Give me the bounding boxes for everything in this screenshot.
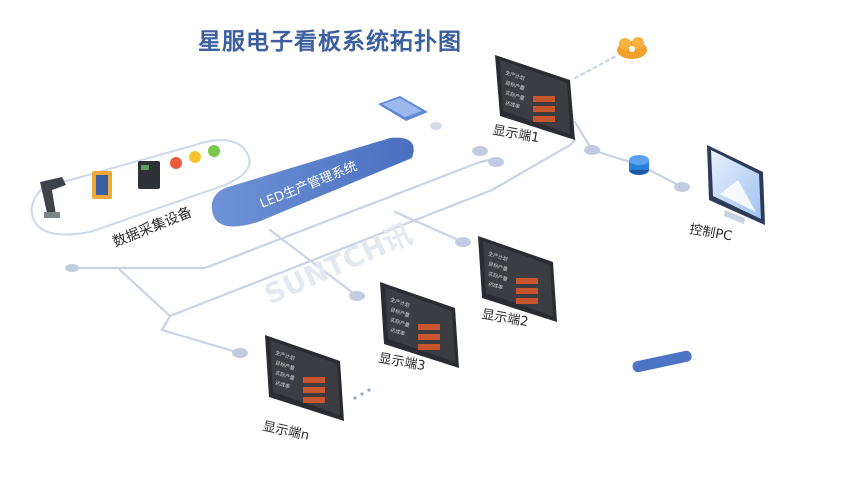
red-button-icon [170,157,182,169]
link-display1-upper [118,138,577,318]
link-display-n [160,314,242,355]
mouse-icon [430,122,442,130]
control-pc [707,145,765,225]
diagram-title: 星服电子看板系统拓扑图 [198,29,462,55]
display-1-rows [533,96,555,122]
connection-nodes [65,145,690,358]
link-display2 [393,210,465,244]
keyboard-icon [378,96,442,130]
link-cloud [573,53,620,80]
central-system-pill [211,137,414,227]
green-button-icon [208,145,220,157]
board-row-label: 达成率 [504,99,520,110]
cloud-gear-icon [617,37,647,59]
display-n-label: 显示端n [261,419,310,443]
display-1-label: 显示端1 [491,123,540,146]
board-row-label: 达成率 [274,379,290,390]
more-dots [353,388,371,400]
barcode-scanner-icon [40,177,66,218]
controller-box-icon [138,161,160,189]
node-left [65,264,79,272]
collector-group [30,139,251,236]
link-display3 [268,228,359,298]
sensor-icon [92,171,112,199]
display-1 [495,55,575,140]
switch-icon [629,155,649,175]
board-row-label: 达成率 [487,280,503,291]
node-display2 [455,237,471,247]
control-pc-label: 控制PC [688,222,733,244]
tablet-icon [632,350,692,373]
node-display1-a [472,146,488,156]
node-display-n [232,348,248,358]
node-pc-b [674,182,690,192]
node-pc-a [584,145,600,155]
yellow-button-icon [189,151,201,163]
node-display3 [349,291,365,301]
board-row-label: 达成率 [389,326,405,337]
node-display1-b [488,157,504,167]
display-2 [478,236,557,322]
link-control-pc [573,120,684,189]
display-n [265,335,344,421]
display-3 [380,282,459,368]
